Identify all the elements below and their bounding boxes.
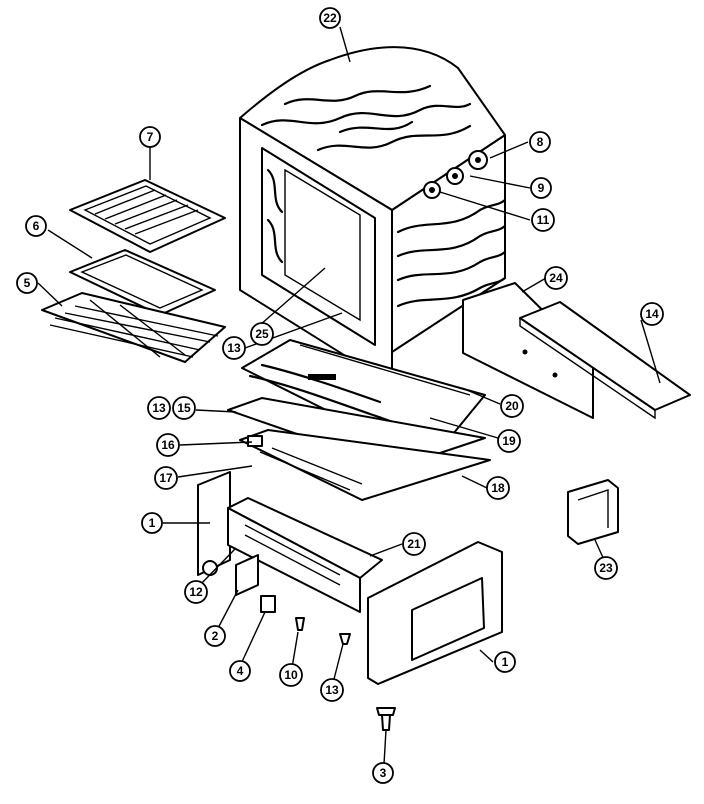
callout-18: 18 <box>486 476 510 500</box>
svg-text:10: 10 <box>284 668 298 682</box>
svg-text:24: 24 <box>549 271 563 285</box>
svg-text:23: 23 <box>599 561 613 575</box>
svg-text:5: 5 <box>24 276 31 290</box>
callout-19: 19 <box>497 429 521 453</box>
callout-4: 4 <box>229 660 251 682</box>
front-trim <box>227 497 383 613</box>
svg-text:18: 18 <box>491 481 505 495</box>
callout-1-left: 1 <box>141 512 163 534</box>
callout-10: 10 <box>279 663 303 687</box>
callout-7: 7 <box>139 126 161 148</box>
svg-text:20: 20 <box>505 399 519 413</box>
svg-text:14: 14 <box>645 307 659 321</box>
callout-22: 22 <box>319 7 341 29</box>
screw-part <box>295 617 305 631</box>
rear-panel <box>462 282 594 419</box>
callout-13-top: 13 <box>222 336 246 360</box>
svg-text:1: 1 <box>502 655 509 669</box>
svg-text:21: 21 <box>407 537 421 551</box>
callout-25: 25 <box>250 322 274 346</box>
callout-11: 11 <box>531 208 555 232</box>
svg-text:16: 16 <box>161 438 175 452</box>
clip-part <box>260 595 276 613</box>
svg-text:4: 4 <box>237 664 244 678</box>
callout-13-left: 13 <box>147 396 171 420</box>
svg-text:13: 13 <box>227 341 241 355</box>
broil-pan-grid <box>69 179 226 253</box>
callout-2: 2 <box>204 625 226 647</box>
svg-text:19: 19 <box>502 434 516 448</box>
callout-24: 24 <box>544 266 568 290</box>
callout-12: 12 <box>184 580 208 604</box>
svg-text:7: 7 <box>147 130 154 144</box>
callout-8: 8 <box>529 131 551 153</box>
svg-text:17: 17 <box>159 471 173 485</box>
oven-cavity-body <box>239 46 507 386</box>
burner-assembly <box>227 397 491 501</box>
callout-23: 23 <box>594 556 618 580</box>
callout-17: 17 <box>154 466 178 490</box>
bracket <box>235 554 259 596</box>
broil-pan <box>69 249 216 316</box>
svg-text:8: 8 <box>537 135 544 149</box>
svg-text:2: 2 <box>212 629 219 643</box>
callout-16: 16 <box>156 433 180 457</box>
svg-text:1: 1 <box>149 516 156 530</box>
callout-6: 6 <box>25 215 47 237</box>
callout-15: 15 <box>172 396 196 420</box>
callout-5: 5 <box>16 272 38 294</box>
callout-20: 20 <box>500 394 524 418</box>
svg-text:15: 15 <box>177 401 191 415</box>
svg-text:13: 13 <box>325 683 339 697</box>
svg-text:12: 12 <box>189 585 203 599</box>
svg-text:11: 11 <box>537 213 550 227</box>
callout-14: 14 <box>640 302 664 326</box>
screw-part-2 <box>339 633 351 645</box>
svg-text:13: 13 <box>152 401 166 415</box>
svg-text:6: 6 <box>33 219 40 233</box>
drawer-side-right <box>367 541 503 685</box>
svg-text:22: 22 <box>323 11 337 25</box>
svg-text:9: 9 <box>538 181 545 195</box>
callout-9: 9 <box>530 177 552 199</box>
callout-3: 3 <box>372 762 394 784</box>
junction-box <box>567 479 619 545</box>
svg-text:25: 25 <box>255 327 269 341</box>
top-strip <box>519 301 691 420</box>
leader-lines <box>37 26 661 765</box>
callout-13-bottom: 13 <box>320 678 344 702</box>
leveling-leg <box>376 707 396 731</box>
oven-rack <box>41 292 226 363</box>
callout-21: 21 <box>402 532 426 556</box>
callout-1-right: 1 <box>494 651 516 673</box>
svg-text:3: 3 <box>380 766 387 780</box>
